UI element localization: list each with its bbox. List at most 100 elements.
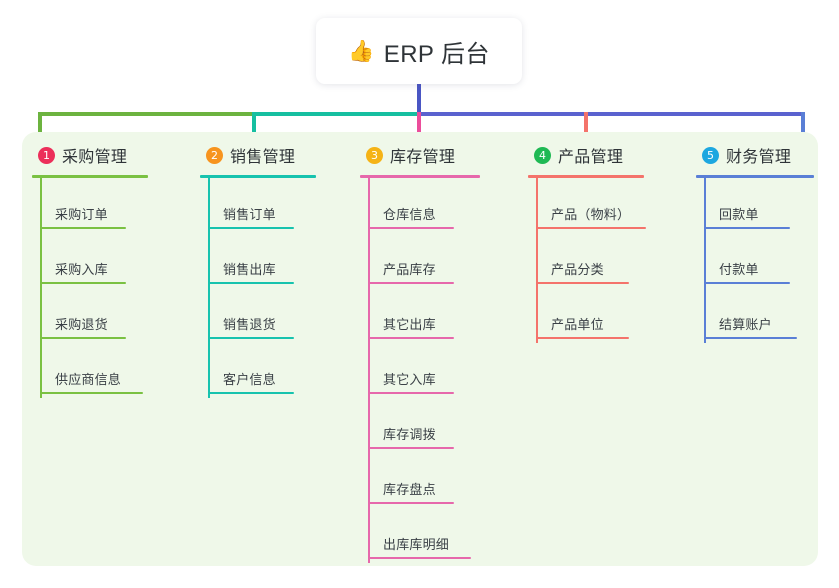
column-underline-2	[200, 175, 316, 178]
leaf-item-label: 产品单位	[551, 317, 604, 332]
leaf-item-label: 采购退货	[55, 317, 108, 332]
leaf-item-label: 销售出库	[223, 262, 276, 277]
leaf-item-underline	[208, 282, 294, 284]
leaf-item-underline	[368, 337, 454, 339]
diagram-panel	[22, 132, 818, 566]
leaf-item-label: 出库库明细	[383, 537, 450, 552]
root-node-title: 👍 ERP 后台	[348, 34, 490, 69]
leaf-item[interactable]: 回款单	[686, 178, 826, 233]
column-underline-5	[696, 175, 814, 178]
leaf-item-underline	[208, 227, 294, 229]
root-node-card[interactable]: 👍 ERP 后台	[316, 18, 522, 84]
leaf-item-underline	[368, 282, 454, 284]
column-5: 5 财务管理回款单付款单结算账户	[686, 142, 826, 343]
column-badge-3: 3	[366, 146, 383, 164]
column-badge-5: 5	[702, 146, 719, 164]
column-items-4: 产品（物料） 产品分类产品单位	[518, 178, 692, 343]
leaf-item[interactable]: 仓库信息	[350, 178, 522, 233]
column-title-4: 产品管理	[558, 149, 624, 166]
leaf-item[interactable]: 付款单	[686, 233, 826, 288]
leaf-item[interactable]: 销售出库	[190, 233, 356, 288]
leaf-item-underline	[368, 227, 454, 229]
leaf-item-label: 结算账户	[719, 317, 772, 332]
column-items-5: 回款单付款单结算账户	[686, 178, 826, 343]
leaf-item-label: 客户信息	[223, 372, 276, 387]
leaf-item-underline	[704, 337, 797, 339]
leaf-item-underline	[368, 392, 454, 394]
leaf-item-underline	[536, 282, 629, 284]
column-underline-3	[360, 175, 480, 178]
leaf-item-label: 库存调拨	[383, 427, 436, 442]
leaf-item[interactable]: 供应商信息	[22, 343, 192, 398]
leaf-item-label: 采购订单	[55, 207, 108, 222]
column-header-2[interactable]: 2 销售管理	[190, 142, 356, 168]
leaf-item[interactable]: 其它入库	[350, 343, 522, 398]
leaf-item[interactable]: 出库库明细	[350, 508, 522, 563]
leaf-item-underline	[704, 282, 790, 284]
column-2: 2 销售管理销售订单销售出库销售退货客户信息	[190, 142, 356, 398]
leaf-item[interactable]: 其它出库	[350, 288, 522, 343]
leaf-item-label: 其它入库	[383, 372, 436, 387]
leaf-item-underline	[208, 392, 294, 394]
leaf-item-underline	[368, 502, 454, 504]
leaf-item[interactable]: 库存调拨	[350, 398, 522, 453]
leaf-item-label: 产品（物料）	[551, 207, 631, 222]
thumbs-up-icon: 👍	[348, 39, 375, 63]
leaf-item-underline	[40, 337, 126, 339]
leaf-item[interactable]: 产品（物料）	[518, 178, 692, 233]
column-title-5: 财务管理	[726, 149, 792, 166]
leaf-item-underline	[40, 392, 143, 394]
leaf-item-underline	[368, 447, 454, 449]
column-title-2: 销售管理	[230, 149, 296, 166]
leaf-item-label: 付款单	[719, 262, 759, 277]
column-spine-3	[368, 178, 370, 563]
leaf-item[interactable]: 销售退货	[190, 288, 356, 343]
column-badge-1: 1	[38, 146, 55, 164]
column-header-5[interactable]: 5 财务管理	[686, 142, 826, 168]
column-spine-5	[704, 178, 706, 343]
leaf-item[interactable]: 客户信息	[190, 343, 356, 398]
column-items-2: 销售订单销售出库销售退货客户信息	[190, 178, 356, 398]
leaf-item-label: 产品分类	[551, 262, 604, 277]
leaf-item[interactable]: 结算账户	[686, 288, 826, 343]
leaf-item[interactable]: 产品库存	[350, 233, 522, 288]
root-node-label: ERP 后台	[383, 40, 490, 68]
column-4: 4 产品管理产品（物料） 产品分类产品单位	[518, 142, 692, 343]
column-header-1[interactable]: 1 采购管理	[22, 142, 192, 168]
leaf-item-label: 采购入库	[55, 262, 108, 277]
leaf-item-label: 库存盘点	[383, 482, 436, 497]
leaf-item[interactable]: 采购订单	[22, 178, 192, 233]
leaf-item-underline	[536, 227, 646, 229]
column-1: 1 采购管理采购订单采购入库采购退货供应商信息	[22, 142, 192, 398]
leaf-item-underline	[40, 227, 126, 229]
column-badge-4: 4	[534, 146, 551, 164]
column-spine-1	[40, 178, 42, 398]
column-title-3: 库存管理	[390, 149, 456, 166]
leaf-item[interactable]: 采购入库	[22, 233, 192, 288]
leaf-item-label: 供应商信息	[55, 372, 122, 387]
leaf-item-underline	[704, 227, 790, 229]
column-items-3: 仓库信息产品库存其它出库其它入库库存调拨库存盘点出库库明细	[350, 178, 522, 563]
column-spine-4	[536, 178, 538, 343]
column-underline-1	[32, 175, 148, 178]
leaf-item[interactable]: 销售订单	[190, 178, 356, 233]
column-spine-2	[208, 178, 210, 398]
leaf-item[interactable]: 库存盘点	[350, 453, 522, 508]
leaf-item-label: 销售退货	[223, 317, 276, 332]
leaf-item[interactable]: 产品分类	[518, 233, 692, 288]
leaf-item[interactable]: 产品单位	[518, 288, 692, 343]
column-underline-4	[528, 175, 644, 178]
leaf-item[interactable]: 采购退货	[22, 288, 192, 343]
column-items-1: 采购订单采购入库采购退货供应商信息	[22, 178, 192, 398]
leaf-item-label: 产品库存	[383, 262, 436, 277]
column-header-3[interactable]: 3 库存管理	[350, 142, 522, 168]
leaf-item-label: 其它出库	[383, 317, 436, 332]
column-header-4[interactable]: 4 产品管理	[518, 142, 692, 168]
column-title-1: 采购管理	[62, 149, 128, 166]
leaf-item-label: 仓库信息	[383, 207, 436, 222]
leaf-item-underline	[208, 337, 294, 339]
leaf-item-label: 回款单	[719, 207, 759, 222]
leaf-item-underline	[368, 557, 471, 559]
leaf-item-underline	[536, 337, 629, 339]
column-badge-2: 2	[206, 146, 223, 164]
